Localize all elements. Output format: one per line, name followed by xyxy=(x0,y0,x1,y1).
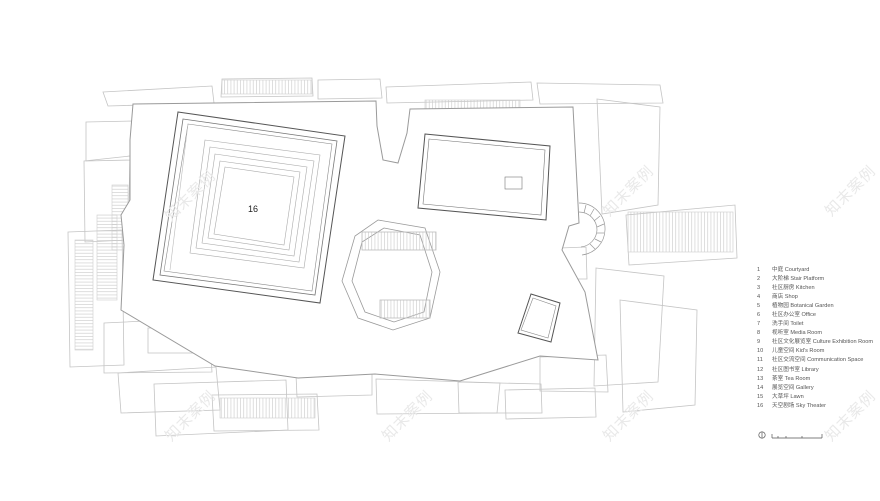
background-slab xyxy=(504,387,597,420)
sky-theater xyxy=(152,111,346,304)
spiral-stair xyxy=(578,202,606,256)
stair-platform xyxy=(341,219,441,331)
upper-right-room xyxy=(417,133,551,221)
lower-right-room xyxy=(517,293,561,343)
background-slab xyxy=(317,78,383,100)
background-slab xyxy=(220,77,314,98)
background-slab xyxy=(596,98,661,215)
background-slab xyxy=(211,393,320,432)
background-slab xyxy=(375,378,501,415)
main-building-outline xyxy=(120,100,599,382)
background-slab xyxy=(385,81,534,104)
background-slab xyxy=(85,120,134,162)
background-slab xyxy=(619,299,698,413)
background-slab xyxy=(457,381,543,414)
background-slab xyxy=(536,82,664,105)
scale-bar xyxy=(758,431,823,439)
background-slab xyxy=(593,267,665,387)
background-slab xyxy=(539,354,609,393)
room-label-16: 16 xyxy=(248,204,258,214)
